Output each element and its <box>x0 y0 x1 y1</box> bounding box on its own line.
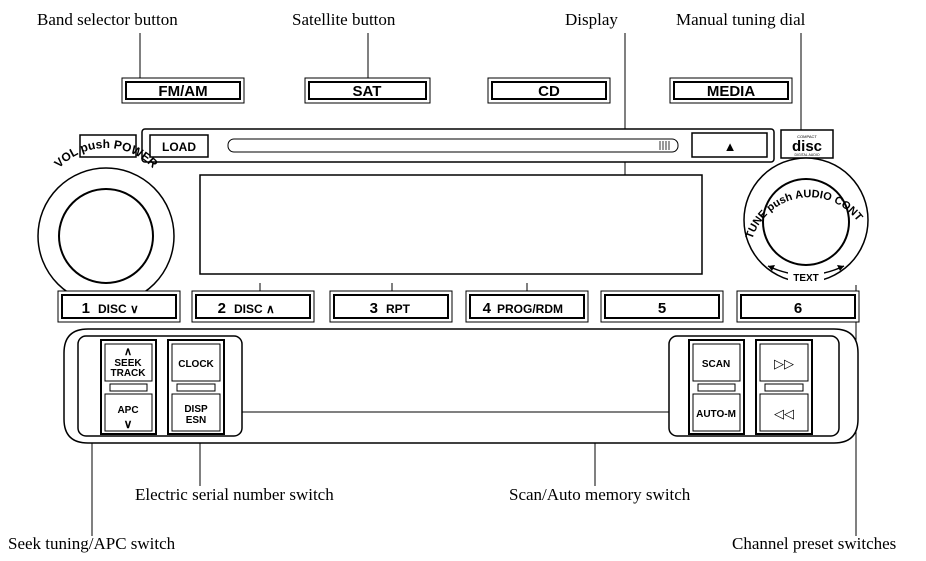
preset-3-num: 3 <box>370 300 378 317</box>
apc-button[interactable]: APC ∨ <box>104 393 153 432</box>
preset-2-label: DISC ∧ <box>234 302 275 316</box>
preset-1-button[interactable]: 1 DISC ∨ <box>57 290 181 323</box>
preset-3-label: RPT <box>386 302 411 316</box>
callout-band-selector: Band selector button <box>37 10 178 29</box>
svg-text:COMPACT: COMPACT <box>797 134 817 139</box>
preset-3-button[interactable]: 3 RPT <box>329 290 453 323</box>
tune-knob[interactable]: TUNE push AUDIO CONT TEXT <box>743 157 869 284</box>
media-label: MEDIA <box>707 83 756 100</box>
apc-label: APC <box>117 405 138 416</box>
esn-label: ESN <box>186 415 207 426</box>
volume-knob[interactable]: VOL push POWER <box>37 137 175 305</box>
disp-esn-button[interactable]: DISP ESN <box>171 393 221 432</box>
preset-5-button[interactable]: 5 <box>600 290 724 323</box>
eject-button[interactable]: ▲ <box>691 132 768 158</box>
clock-button[interactable]: CLOCK <box>171 343 221 382</box>
lower-panel <box>63 328 859 444</box>
preset-2-num: 2 <box>218 300 226 317</box>
seek-indicator <box>109 383 148 392</box>
fmam-button[interactable]: FM/AM <box>121 77 245 104</box>
load-button[interactable]: LOAD <box>149 134 209 158</box>
auto-m-label: AUTO-M <box>696 409 736 420</box>
sat-label: SAT <box>353 83 382 100</box>
callout-scan-auto: Scan/Auto memory switch <box>509 485 691 504</box>
seek-label: SEEK <box>114 358 142 369</box>
svg-text:disc: disc <box>792 138 822 155</box>
leader-lines <box>91 33 857 536</box>
seek-track-button[interactable]: ∧ SEEK TRACK <box>104 343 153 382</box>
auto-m-button[interactable]: AUTO-M <box>692 393 741 432</box>
preset-2-button[interactable]: 2 DISC ∧ <box>191 290 315 323</box>
callout-channel-preset: Channel preset switches <box>732 534 896 553</box>
track-label: TRACK <box>111 368 147 379</box>
slot-grip <box>659 141 670 150</box>
preset-4-num: 4 <box>483 300 492 317</box>
eject-icon: ▲ <box>724 139 737 154</box>
callout-esn-switch: Electric serial number switch <box>135 485 334 504</box>
scan-button[interactable]: SCAN <box>692 343 741 382</box>
callout-satellite: Satellite button <box>292 10 396 29</box>
fast-forward-icon: ▷▷ <box>774 356 794 371</box>
small-blank-button[interactable] <box>79 134 137 158</box>
display-screen <box>199 174 703 275</box>
svg-text:DIGITAL AUDIO: DIGITAL AUDIO <box>794 153 819 157</box>
fast-forward-button[interactable]: ▷▷ <box>759 343 809 382</box>
callout-manual-tuning: Manual tuning dial <box>676 10 806 29</box>
compact-disc-logo: COMPACT disc DIGITAL AUDIO <box>780 129 834 159</box>
sat-button[interactable]: SAT <box>304 77 431 104</box>
preset-4-label: PROG/RDM <box>497 302 563 316</box>
disc-slot <box>227 138 679 153</box>
ff-indicator <box>764 383 804 392</box>
preset-6-num: 6 <box>794 300 802 317</box>
preset-4-button[interactable]: 4 PROG/RDM <box>465 290 589 323</box>
clock-indicator <box>176 383 216 392</box>
scan-indicator <box>697 383 736 392</box>
cd-button[interactable]: CD <box>487 77 611 104</box>
rewind-icon: ◁◁ <box>774 406 794 421</box>
callout-display: Display <box>565 10 618 29</box>
seek-up-arrow-icon: ∧ <box>124 346 132 358</box>
media-button[interactable]: MEDIA <box>669 77 793 104</box>
clock-label: CLOCK <box>178 359 214 370</box>
scan-label: SCAN <box>702 359 730 370</box>
disp-label: DISP <box>184 404 208 415</box>
preset-6-button[interactable]: 6 <box>736 290 860 323</box>
callout-seek-apc: Seek tuning/APC switch <box>8 534 176 553</box>
preset-1-label: DISC ∨ <box>98 302 139 316</box>
preset-5-num: 5 <box>658 300 666 317</box>
text-label: TEXT <box>793 273 819 284</box>
fmam-label: FM/AM <box>158 83 207 100</box>
preset-1-num: 1 <box>82 300 90 317</box>
apc-down-arrow-icon: ∨ <box>124 417 133 431</box>
rewind-button[interactable]: ◁◁ <box>759 393 809 432</box>
cd-label: CD <box>538 83 560 100</box>
load-label: LOAD <box>162 140 196 154</box>
